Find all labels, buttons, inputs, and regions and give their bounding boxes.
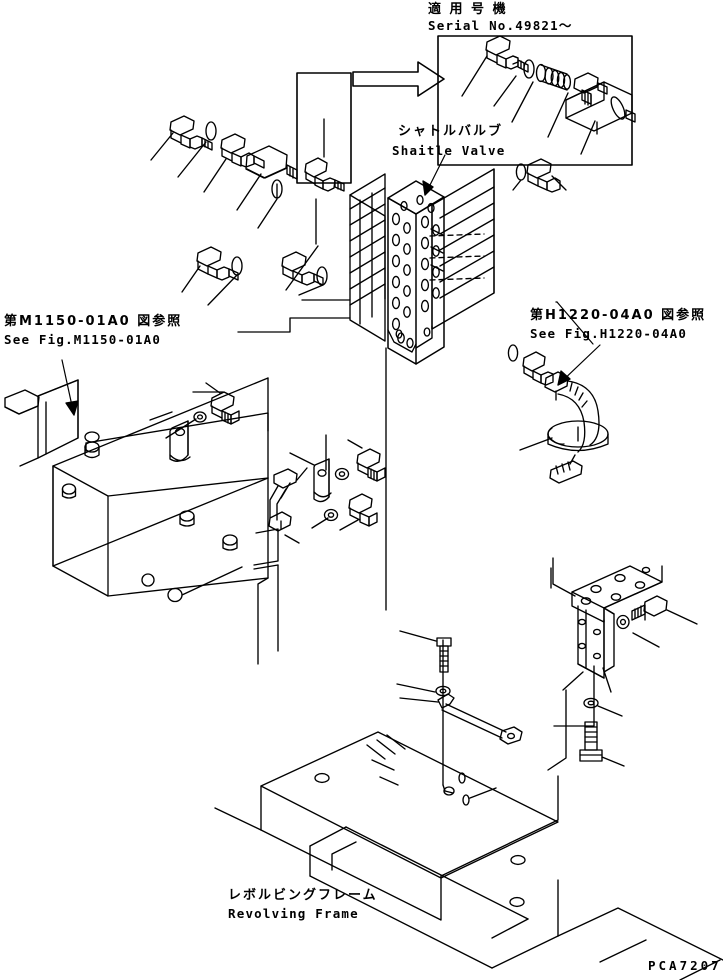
washer-left-upper	[193, 411, 207, 423]
bracket-flange-holes	[580, 566, 651, 605]
clip-pin	[549, 460, 583, 484]
left-hardware-mid	[325, 434, 386, 482]
frame-holes	[314, 772, 526, 908]
previous-variant-box	[296, 72, 352, 192]
hose-fitting-nut	[522, 351, 554, 386]
shuttle-valve-pointer-arrow	[422, 154, 446, 196]
serial-note-en: Serial No.49821〜	[428, 18, 573, 33]
rail-bosses	[61, 431, 243, 603]
manifold-ports-right	[395, 194, 440, 339]
inset-spring-stack	[523, 59, 572, 91]
manifold-ports-left	[391, 212, 414, 349]
ref-left-label-jp: 第M1150-01A0 図参照	[4, 314, 183, 329]
inset-fitting-a	[485, 35, 529, 73]
u-bracket	[169, 420, 191, 462]
left-hardware-upper	[165, 382, 240, 439]
hose-clamp	[547, 420, 609, 452]
left-hardware-lower	[311, 493, 378, 531]
bracket-web-holes	[577, 618, 602, 660]
ref-right-label-jp: 第H1220-04A0 図参照	[530, 308, 707, 323]
z-clamp-arm	[268, 467, 308, 544]
left-bracket-assembly	[4, 359, 279, 665]
hose-elbow	[544, 371, 600, 453]
bolt-left-upper	[210, 391, 240, 425]
washer-left-mid	[334, 467, 350, 481]
inset-plug	[573, 72, 608, 107]
serial-variant-inset-box	[437, 35, 636, 166]
washer-right-b	[583, 697, 599, 709]
right-bracket-bolt-a	[616, 595, 698, 648]
serial-note-jp: 適 用 号 機	[428, 2, 508, 17]
washer-right-a	[616, 614, 630, 630]
bolt-left-lower	[348, 493, 378, 527]
ref-left-label-en: See Fig.M1150-01A0	[4, 332, 162, 347]
variant-block-arrow	[352, 61, 445, 97]
right-mounting-bracket	[552, 557, 663, 693]
drawing-number: PCA7207	[648, 958, 722, 973]
revolving-frame	[214, 731, 723, 980]
oring-upper-1	[205, 121, 217, 141]
mid-left-fittings	[181, 183, 351, 333]
upper-right-fitting	[512, 158, 567, 193]
fitting-upper-2	[220, 133, 265, 169]
upper-left-fittings	[150, 115, 298, 229]
boxed-fitting	[304, 157, 345, 192]
revolving-frame-label-en: Revolving Frame	[228, 906, 359, 921]
shuttle-valve-label-jp: シャトルバルブ	[398, 124, 504, 139]
shuttle-valve-manifold	[349, 168, 495, 365]
flat-tab-bracket	[289, 452, 332, 503]
shuttle-valve-label-en: Shaitle Valve	[392, 143, 506, 158]
washer-left-lower	[323, 508, 339, 522]
inset-valve-body	[565, 81, 636, 135]
fitting-upper-3	[245, 145, 298, 180]
right-bracket-bolt-b	[579, 697, 625, 767]
oring-hose	[507, 344, 519, 362]
ref-right-label-en: See Fig.H1220-04A0	[530, 326, 688, 341]
revolving-frame-label-jp: レボルビングフレーム	[228, 888, 378, 903]
bolt-left-mid	[356, 448, 386, 482]
ref-right-pointer-arrow	[557, 344, 601, 386]
frame-link-rod	[399, 693, 523, 745]
right-hose-assembly	[507, 301, 609, 484]
